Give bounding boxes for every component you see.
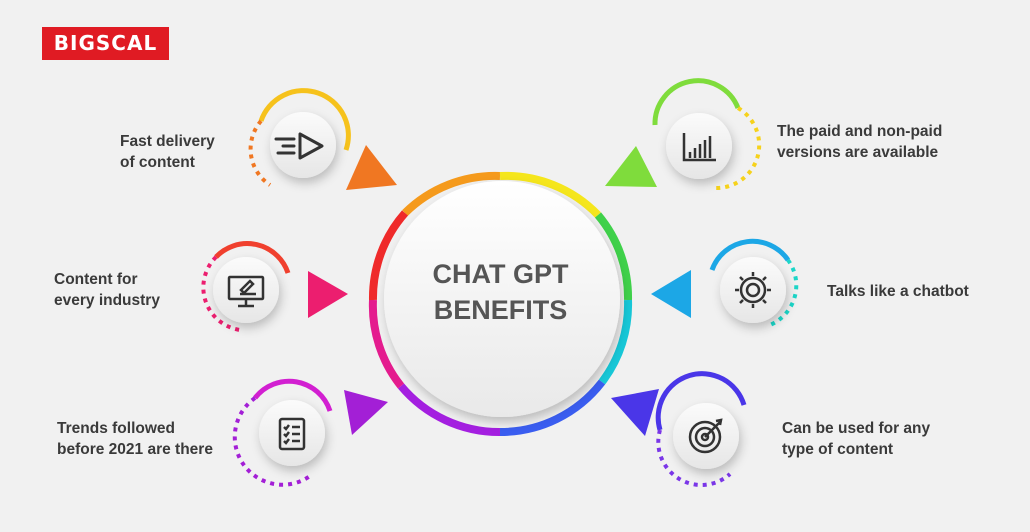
- benefit-node-fast-delivery: [248, 88, 351, 187]
- pointer-triangle: [344, 390, 388, 435]
- checklist-icon: [278, 417, 306, 451]
- center-ring: [368, 171, 633, 437]
- gear-icon: [735, 272, 771, 308]
- benefit-node-chatbot: [709, 238, 799, 327]
- center-title: CHAT GPT BENEFITS: [432, 259, 569, 325]
- benefit-node-trends: [232, 378, 333, 487]
- computer-monitor-icon: [227, 275, 265, 308]
- pointer-triangle: [651, 270, 691, 318]
- pointer-triangle: [308, 271, 348, 318]
- center-circle: [384, 181, 620, 417]
- benefit-node-paid-versions: [652, 78, 762, 191]
- fast-forward-icon: [274, 132, 324, 160]
- target-icon: [688, 418, 723, 454]
- bar-chart-icon: [682, 133, 716, 162]
- benefit-label-content-industry: Content for every industry: [54, 271, 160, 309]
- benefit-label-any-content: Can be used for any type of content: [782, 420, 931, 458]
- bigscal-logo: BIGSCAL: [42, 27, 169, 60]
- pointer-triangle: [605, 146, 657, 187]
- benefit-label-trends: Trends followed before 2021 are there: [57, 420, 213, 458]
- benefit-node-any-content: [655, 371, 747, 487]
- pointer-triangle: [611, 389, 659, 436]
- benefit-label-paid-versions: The paid and non-paid versions are avail…: [777, 123, 943, 161]
- benefit-node-content-industry: [201, 241, 291, 332]
- benefit-label-fast-delivery: Fast delivery of content: [120, 133, 215, 171]
- benefit-label-chatbot: Talks like a chatbot: [827, 283, 969, 300]
- pointer-triangle: [346, 145, 397, 190]
